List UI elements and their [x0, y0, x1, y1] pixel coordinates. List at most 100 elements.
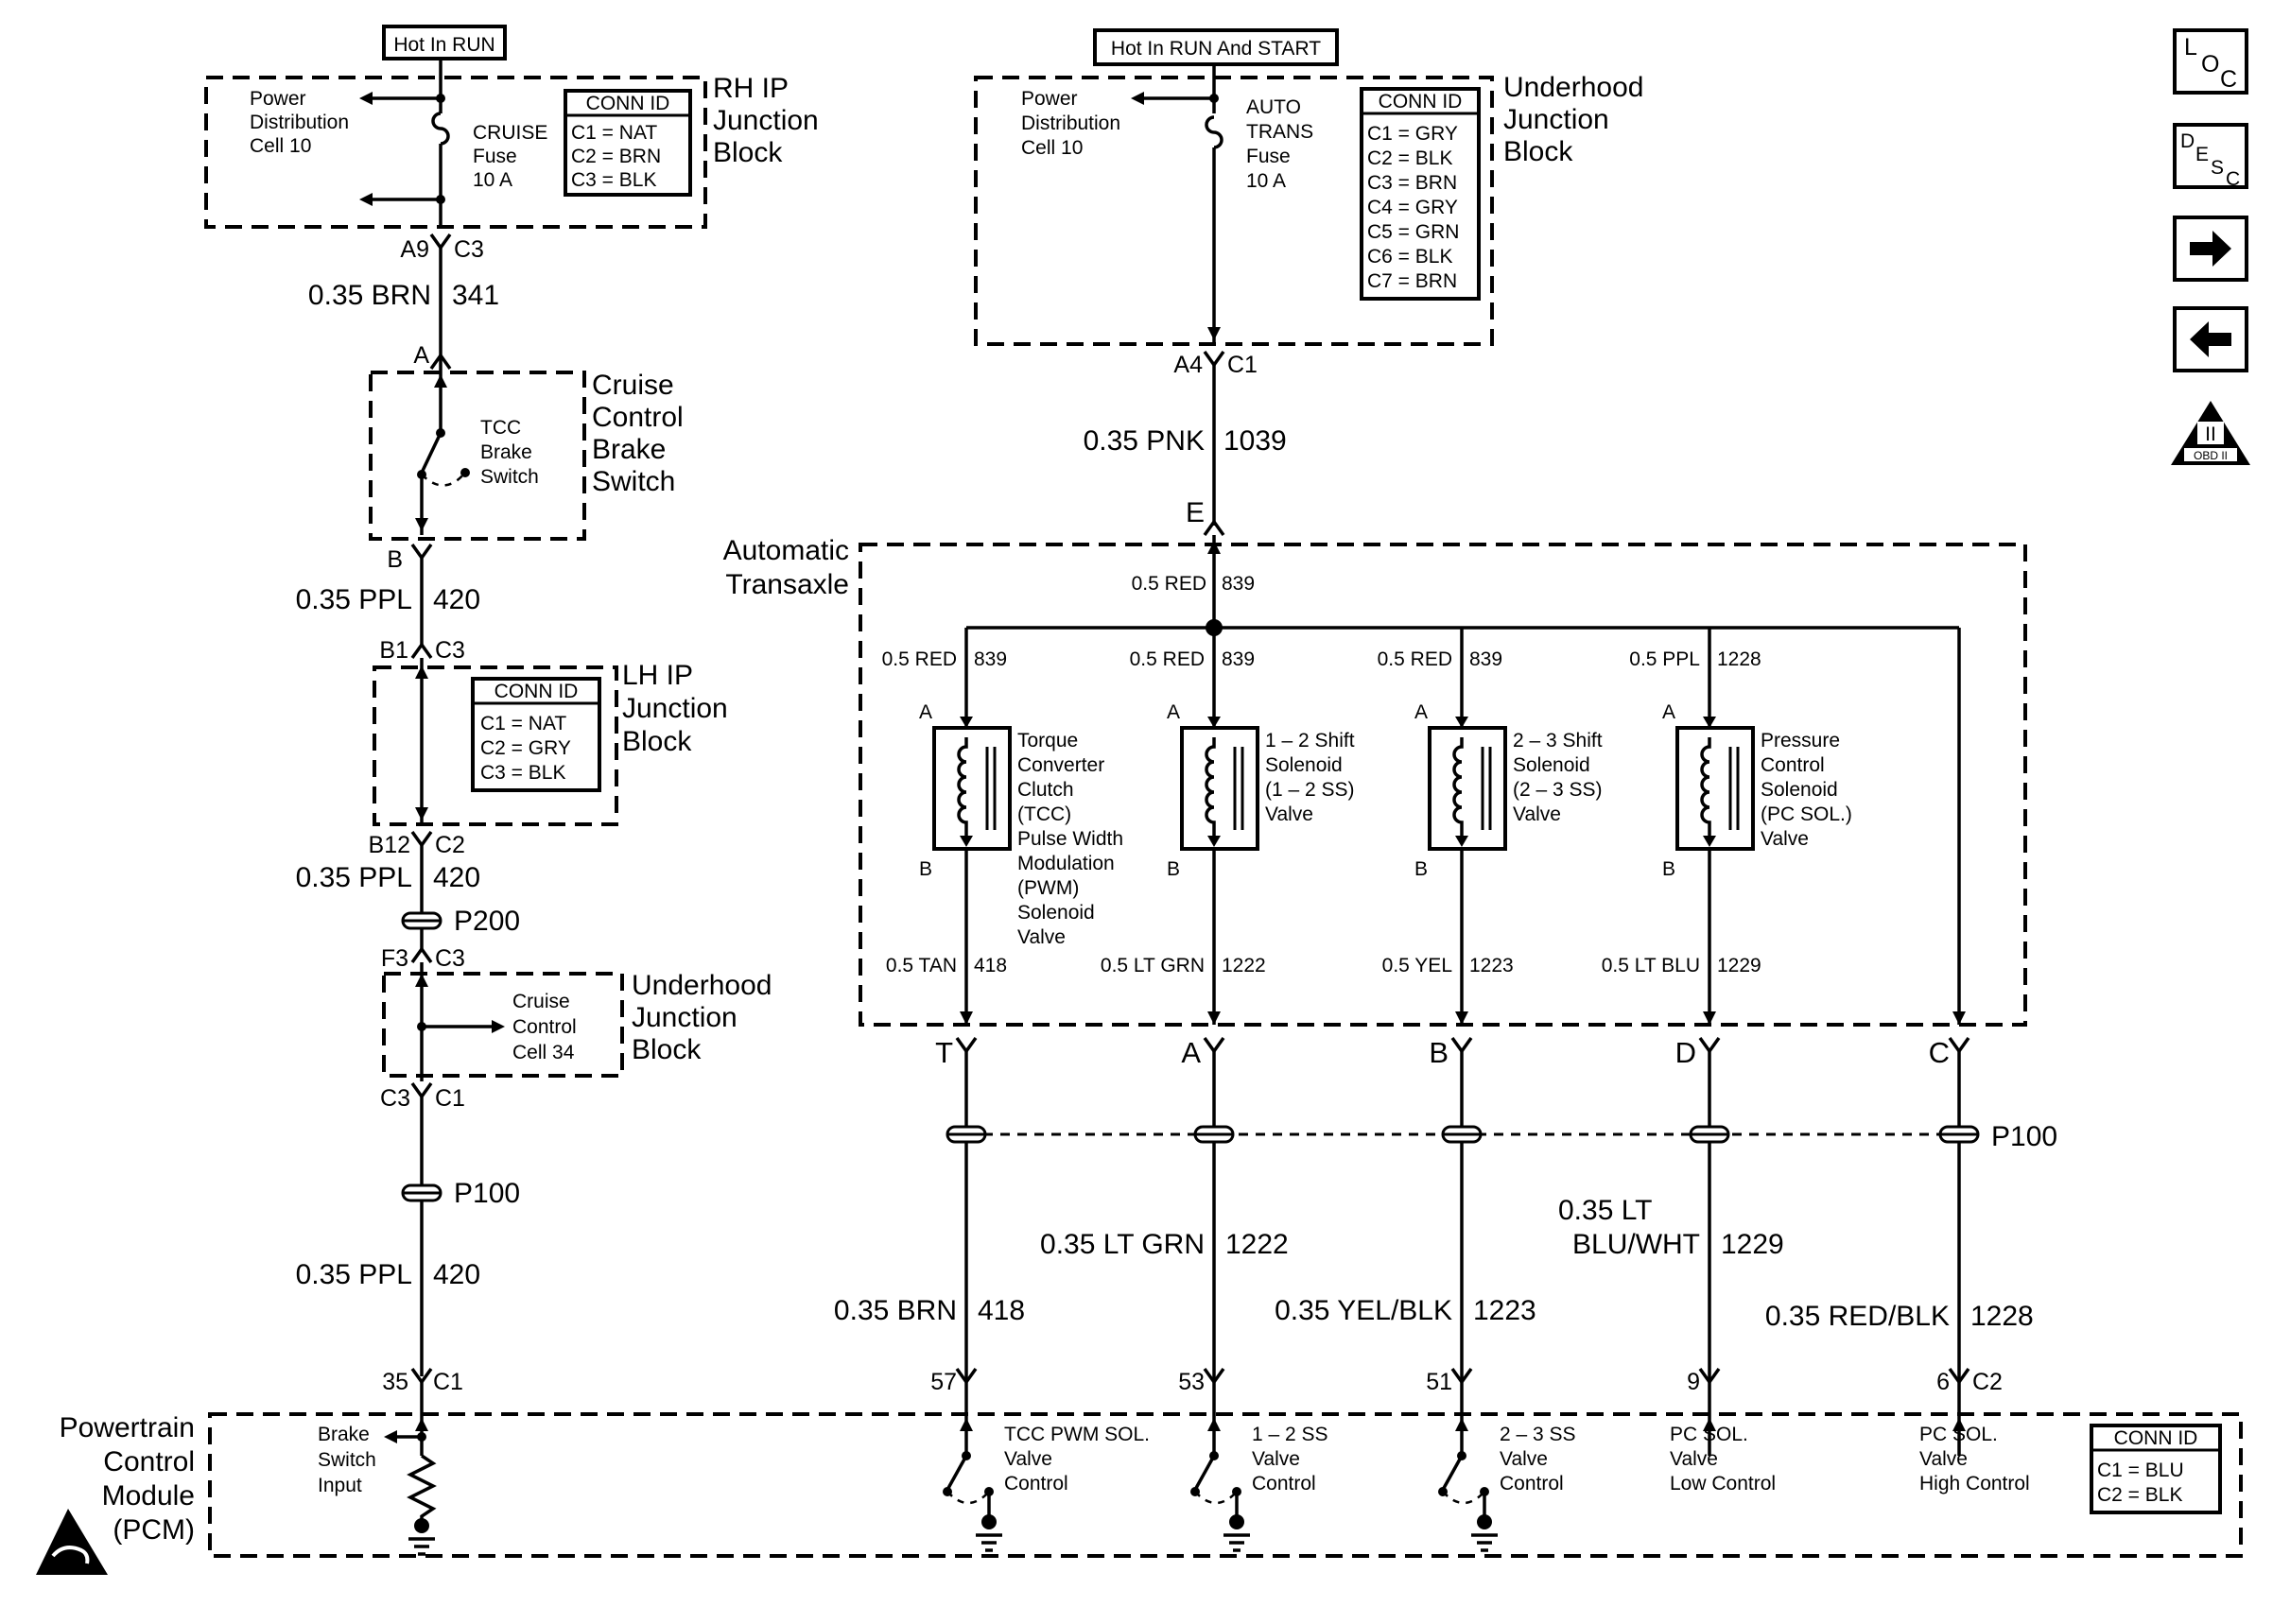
svg-text:E: E [2195, 144, 2209, 165]
wire-ss23-return-circuit: 1223 [1469, 955, 1514, 976]
svg-text:L: L [2184, 34, 2197, 60]
svg-text:RH IP: RH IP [713, 73, 789, 104]
svg-text:Brake: Brake [592, 434, 666, 465]
arrow-icon [415, 807, 428, 821]
arrow-icon [1703, 717, 1716, 728]
svg-text:C1 = BLU: C1 = BLU [2097, 1460, 2184, 1481]
pcm-tcc-control-label: Control [1004, 1473, 1068, 1494]
desc-icon[interactable]: D E S C [2173, 123, 2248, 190]
solenoid-tcc-label-line: Modulation [1017, 853, 1115, 874]
arrow-icon [960, 1418, 973, 1431]
switch-arc-icon [946, 1491, 990, 1505]
svg-text:Junction: Junction [622, 693, 728, 724]
ground-icon [1471, 1533, 1498, 1552]
svg-text:420: 420 [433, 1259, 480, 1290]
solenoid-tcc-label-line: Torque [1017, 730, 1078, 752]
wire-420-label-a: 0.35 PPL 420 [296, 584, 481, 615]
svg-text:TRANS: TRANS [1246, 121, 1313, 143]
arrow-icon [1455, 1011, 1468, 1025]
pcm-ss23-control-label: Control [1500, 1473, 1564, 1494]
wire-ss12-return-color: 0.5 LT GRN [1101, 955, 1205, 976]
arrow-left-icon[interactable] [2173, 306, 2248, 372]
cruise-control-cell-label: Cruise Control Cell 34 [512, 991, 577, 1063]
svg-text:Transaxle: Transaxle [725, 569, 849, 600]
svg-text:TCC: TCC [480, 417, 521, 439]
wire-ss23-circuit: 1223 [1473, 1295, 1536, 1326]
svg-text:Block: Block [1503, 136, 1573, 167]
rh-ip-junction-block [204, 76, 707, 229]
brake-switch-input-label: Brake Switch Input [318, 1424, 376, 1496]
connector-ss12-cavity: A [1181, 1036, 1201, 1069]
svg-text:C3: C3 [454, 236, 484, 263]
solenoid-ss12-label-line: Solenoid [1265, 754, 1343, 776]
pcm-ss12-control-label: 1 – 2 SS [1252, 1424, 1328, 1445]
wire-ss12-color: 0.35 LT GRN [1040, 1229, 1205, 1260]
wire-pc-return-color: 0.5 LT BLU [1602, 955, 1700, 976]
arrow-icon [1131, 92, 1144, 105]
arrow-icon [1952, 1418, 1966, 1431]
svg-text:CONN ID: CONN ID [2114, 1427, 2198, 1449]
svg-text:C2 = BRN: C2 = BRN [571, 146, 661, 167]
pcm-ss23-control-label: 2 – 3 SS [1500, 1424, 1576, 1445]
wire-ss23-supply-circuit: 839 [1469, 648, 1502, 670]
svg-text:C3 = BLK: C3 = BLK [480, 762, 565, 784]
pcm-box [208, 1412, 2243, 1558]
solenoid-ss23-pin-b: B [1414, 858, 1428, 880]
wire-pc-supply-color: 0.5 PPL [1629, 648, 1700, 670]
arrow-right-icon[interactable] [2173, 216, 2248, 282]
svg-text:C1 = NAT: C1 = NAT [480, 713, 566, 734]
svg-text:C: C [2220, 66, 2237, 93]
automatic-transaxle-box [859, 543, 2027, 1027]
svg-text:C2 = BLK: C2 = BLK [2097, 1484, 2182, 1506]
conn-id-table-pcm: CONN ID C1 = BLU C2 = BLK [2090, 1424, 2222, 1514]
svg-text:B1: B1 [379, 637, 408, 664]
svg-text:C2 = BLK: C2 = BLK [1367, 147, 1452, 169]
connector-icon [1698, 1036, 1721, 1055]
svg-text:AUTO: AUTO [1246, 96, 1301, 118]
auto-trans-fuse-label: AUTO TRANS Fuse 10 A [1246, 96, 1313, 192]
automatic-transaxle-label: Automatic Transaxle [723, 535, 849, 600]
connector-b12-c2: B12 C2 [369, 830, 465, 858]
arrow-icon [1703, 1418, 1716, 1431]
hot-in-run-and-start-label: Hot In RUN And START [1111, 38, 1321, 60]
svg-text:C6 = BLK: C6 = BLK [1367, 246, 1452, 268]
nav-icons: L O C D E S C II OBD II [2171, 28, 2250, 465]
svg-text:A4: A4 [1173, 352, 1203, 378]
switch-icon [946, 1455, 968, 1491]
wire-tcc-supply-color: 0.5 RED [882, 648, 957, 670]
svg-text:C2: C2 [435, 832, 465, 858]
solenoid-tcc-pin-b: B [919, 858, 932, 880]
conn-id-table-rh: CONN ID C1 = NAT C2 = BRN C3 = BLK [564, 89, 692, 197]
pcm-pc-control-label: Valve [1670, 1448, 1718, 1470]
p100-inline-connector-left: P100 [401, 1178, 520, 1209]
switch-icon [1441, 1455, 1464, 1491]
svg-text:Underhood: Underhood [632, 970, 772, 1001]
pcm-tcc-control-label: Valve [1004, 1448, 1052, 1470]
solenoid-pc-label-line: Pressure [1761, 730, 1840, 752]
svg-text:Automatic: Automatic [723, 535, 849, 566]
wire-1228-color: 0.35 RED/BLK [1765, 1301, 1950, 1332]
ground-icon [981, 1514, 997, 1529]
arrow-icon [1207, 836, 1221, 847]
arrow-icon [492, 1020, 505, 1033]
svg-text:Switch: Switch [592, 466, 675, 497]
pcm-pc-high-control-label: Valve [1919, 1448, 1968, 1470]
connector-e: E [1186, 497, 1205, 528]
pcm-pin-6: 6 [1936, 1369, 1950, 1395]
solenoid-pc-label-line: Solenoid [1761, 779, 1838, 801]
connector-35-c1: 35 C1 [382, 1367, 463, 1395]
tcc-brake-switch-label: TCC Brake Switch [480, 417, 539, 488]
obd-ii-icon[interactable]: II OBD II [2171, 401, 2250, 465]
underhood-junction-block-top-label: Underhood Junction Block [1503, 72, 1643, 167]
arrow-icon [1207, 541, 1221, 554]
wire-tcc-return-circuit: 418 [974, 955, 1007, 976]
wire-tcc-color: 0.35 BRN [834, 1295, 957, 1326]
loc-icon[interactable]: L O C [2173, 28, 2248, 95]
connector-b1-c3: B1 C3 [379, 637, 465, 664]
svg-text:0.35 PPL: 0.35 PPL [296, 584, 412, 615]
svg-text:(PCM): (PCM) [113, 1514, 195, 1546]
svg-text:C1 = NAT: C1 = NAT [571, 122, 657, 144]
connector-a9-c3: A9 C3 [400, 233, 484, 263]
solenoid-tcc-label-line: Pulse Width [1017, 828, 1123, 850]
svg-text:420: 420 [433, 584, 480, 615]
